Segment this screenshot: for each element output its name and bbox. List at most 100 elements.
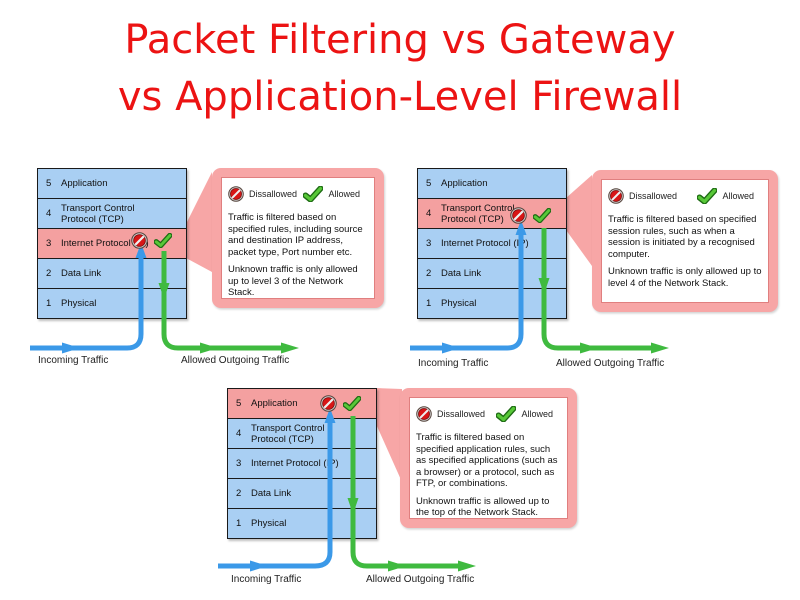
legend-allowed: Allowed <box>496 406 553 422</box>
row-number: 3 <box>236 458 242 469</box>
row-number: 5 <box>236 398 242 409</box>
callout-inner: Dissallowed Allowed Traffic is filtered … <box>601 179 769 303</box>
row-number: 1 <box>46 298 52 309</box>
callout-tail-2 <box>566 175 592 266</box>
row-label: Transport Control Protocol (TCP) <box>251 422 325 445</box>
callout-paragraph-2: Unknown traffic is only allowed up to le… <box>608 266 762 289</box>
row-number: 2 <box>46 268 52 279</box>
allowed-check-icon <box>343 396 361 411</box>
row-label: Application <box>441 178 488 189</box>
allowed-check-icon <box>154 233 172 248</box>
dissallowed-icon <box>416 406 432 422</box>
allowed-check-icon <box>496 406 516 422</box>
row-label: Internet Protocol (IP) <box>61 238 149 249</box>
callout-paragraph-2: Unknown traffic is only allowed up to le… <box>228 264 358 298</box>
callout-tail-3 <box>376 388 402 482</box>
callout-paragraph-1: Traffic is filtered based on specified s… <box>608 214 757 260</box>
arrowhead <box>388 560 406 572</box>
allowed-label: Allowed <box>722 191 754 201</box>
allowed-check-icon <box>303 186 323 202</box>
arrowhead <box>580 342 598 354</box>
arrowhead <box>281 342 299 354</box>
dissallowed-icon <box>320 395 337 412</box>
callout-inner: Dissallowed Allowed Traffic is filtered … <box>409 397 568 519</box>
legend-dissallowed: Dissallowed <box>228 186 297 202</box>
incoming-traffic-label: Incoming Traffic <box>38 355 109 366</box>
row-number: 2 <box>426 268 432 279</box>
stack-row-datalink: 2 Data Link <box>38 259 186 289</box>
legend-dissallowed: Dissallowed <box>608 188 677 204</box>
row-label: Data Link <box>251 488 292 499</box>
row-label: Transport Control Protocol (TCP) <box>61 202 135 225</box>
network-stack: 5 Application 4 Transport Control Protoc… <box>417 168 567 319</box>
callout-tail-1 <box>186 172 212 272</box>
row-number: 1 <box>236 518 242 529</box>
outgoing-traffic-label: Allowed Outgoing Traffic <box>366 574 475 585</box>
row-number: 5 <box>46 178 52 189</box>
callout-legend: Dissallowed Allowed <box>608 184 762 208</box>
row-label: Internet Protocol (IP) <box>251 458 339 469</box>
row-number: 4 <box>46 208 52 219</box>
row-label: Internet Protocol (IP) <box>441 238 529 249</box>
row-label: Application <box>251 398 298 409</box>
dissallowed-icon <box>510 207 527 224</box>
row-label: Physical <box>441 298 477 309</box>
outgoing-traffic-label: Allowed Outgoing Traffic <box>181 355 290 366</box>
page-title: Packet Filtering vs Gateway vs Applicati… <box>0 12 800 126</box>
stack-row-tcp-highlighted: 4 Transport Control Protocol (TCP) <box>418 199 566 229</box>
row-label: Transport Control Protocol (TCP) <box>441 202 515 225</box>
arrowhead <box>651 342 669 354</box>
callout-box: Dissallowed Allowed Traffic is filtered … <box>400 388 577 528</box>
row-number: 4 <box>426 208 432 219</box>
allowed-label: Allowed <box>328 189 360 199</box>
callout-legend: Dissallowed Allowed <box>416 402 561 426</box>
row-label: Physical <box>61 298 97 309</box>
stack-row-ip: 3 Internet Protocol (IP) <box>418 229 566 259</box>
stack-row-datalink: 2 Data Link <box>418 259 566 289</box>
dissallowed-label: Dissallowed <box>437 409 486 419</box>
stack-row-ip: 3 Internet Protocol (IP) <box>228 449 376 479</box>
dissallowed-label: Dissallowed <box>629 191 678 201</box>
callout-legend: Dissallowed Allowed <box>228 182 368 206</box>
stack-row-datalink: 2 Data Link <box>228 479 376 509</box>
row-number: 3 <box>46 238 52 249</box>
row-number: 4 <box>236 428 242 439</box>
legend-dissallowed: Dissallowed <box>416 406 485 422</box>
callout-paragraph-1: Traffic is filtered based on specified r… <box>228 212 363 258</box>
arrowhead <box>458 560 476 572</box>
callout-paragraph-2: Unknown traffic is allowed up to the top… <box>416 495 550 519</box>
outgoing-traffic-label: Allowed Outgoing Traffic <box>556 358 665 369</box>
dissallowed-icon <box>131 232 148 249</box>
callout-inner: Dissallowed Allowed Traffic is filtered … <box>221 177 375 299</box>
callout-paragraph-1: Traffic is filtered based on specified a… <box>416 432 558 489</box>
row-label: Data Link <box>441 268 482 279</box>
title-line-1: Packet Filtering vs Gateway <box>124 17 676 63</box>
row-number: 1 <box>426 298 432 309</box>
callout-box: Dissallowed Allowed Traffic is filtered … <box>212 168 384 308</box>
incoming-traffic-label: Incoming Traffic <box>418 358 489 369</box>
row-number: 5 <box>426 178 432 189</box>
stack-row-application: 5 Application <box>418 169 566 199</box>
incoming-traffic-label: Incoming Traffic <box>231 574 302 585</box>
stack-row-tcp: 4 Transport Control Protocol (TCP) <box>228 419 376 449</box>
row-label: Application <box>61 178 108 189</box>
allowed-check-icon <box>533 208 551 223</box>
title-line-2: vs Application-Level Firewall <box>117 74 683 120</box>
allowed-check-icon <box>697 188 717 204</box>
dissallowed-icon <box>608 188 624 204</box>
callout-box: Dissallowed Allowed Traffic is filtered … <box>592 170 778 312</box>
stack-row-application: 5 Application <box>38 169 186 199</box>
stack-row-physical: 1 Physical <box>38 289 186 318</box>
stack-row-physical: 1 Physical <box>228 509 376 538</box>
stack-row-physical: 1 Physical <box>418 289 566 318</box>
row-label: Physical <box>251 518 287 529</box>
dissallowed-label: Dissallowed <box>249 189 298 199</box>
row-number: 2 <box>236 488 242 499</box>
arrowhead <box>62 342 80 354</box>
row-label: Data Link <box>61 268 102 279</box>
allowed-label: Allowed <box>521 409 553 419</box>
row-number: 3 <box>426 238 432 249</box>
stack-row-tcp: 4 Transport Control Protocol (TCP) <box>38 199 186 229</box>
legend-allowed: Allowed <box>303 186 360 202</box>
